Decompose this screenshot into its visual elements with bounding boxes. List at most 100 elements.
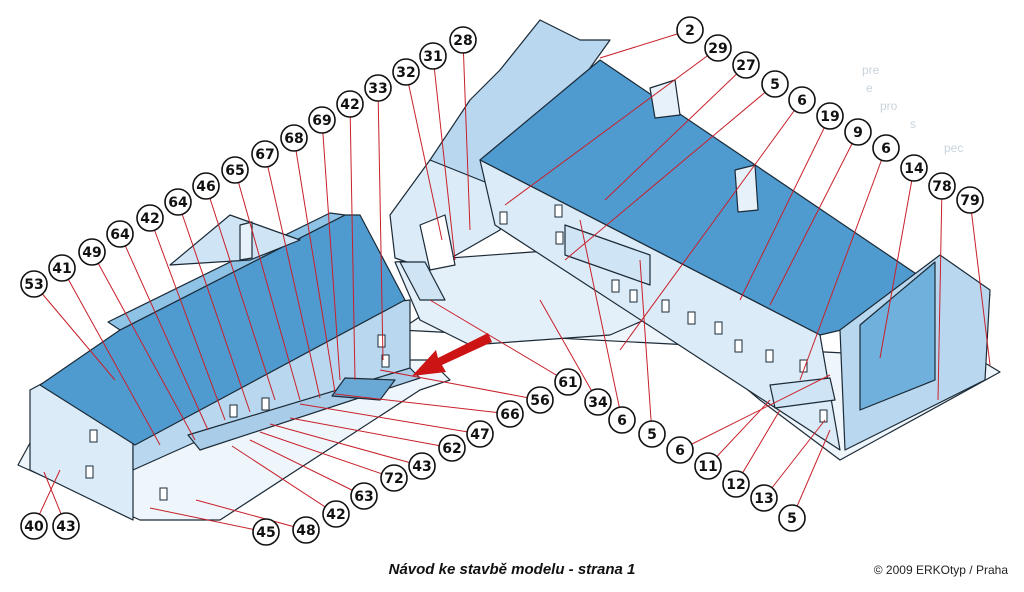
leader-line-31 bbox=[432, 55, 456, 261]
callout-label-6: 6 bbox=[797, 93, 807, 109]
callout-label-79: 79 bbox=[960, 193, 979, 209]
window-14 bbox=[714, 321, 723, 335]
callout-label-14: 14 bbox=[904, 161, 924, 177]
leader-line-62 bbox=[289, 417, 453, 449]
callout-circle-56 bbox=[526, 386, 554, 414]
leader-line-49 bbox=[91, 251, 196, 441]
window-11 bbox=[629, 289, 638, 303]
callout-label-46: 46 bbox=[196, 179, 215, 195]
callout-circle-64 bbox=[164, 188, 192, 216]
leader-line-13 bbox=[763, 419, 826, 499]
callout-circle-42 bbox=[322, 500, 350, 528]
leader-line-79 bbox=[969, 199, 991, 366]
leader-line-42 bbox=[349, 103, 356, 381]
callout-label-27: 27 bbox=[736, 58, 755, 74]
leader-line-66 bbox=[334, 393, 511, 415]
callout-label-41: 41 bbox=[52, 261, 71, 277]
window-4 bbox=[229, 404, 238, 418]
callout-circle-68 bbox=[280, 124, 308, 152]
window-19 bbox=[499, 211, 508, 225]
leader-line-32 bbox=[405, 71, 443, 241]
leader-line-72 bbox=[259, 431, 395, 479]
callout-label-43: 43 bbox=[56, 519, 75, 535]
leader-line-69 bbox=[321, 119, 341, 381]
callout-circle-47 bbox=[466, 420, 494, 448]
callout-circle-62 bbox=[438, 434, 466, 462]
callout-circle-46 bbox=[192, 172, 220, 200]
callout-label-48: 48 bbox=[296, 523, 315, 539]
callout-label-29: 29 bbox=[708, 41, 727, 57]
callout-label-56: 56 bbox=[530, 393, 549, 409]
leader-line-41 bbox=[61, 267, 161, 446]
callout-circle-79 bbox=[956, 186, 984, 214]
leader-line-65 bbox=[234, 169, 301, 401]
window-16 bbox=[765, 349, 774, 363]
callout-label-34: 34 bbox=[588, 395, 608, 411]
callout-circle-19 bbox=[816, 102, 844, 130]
callout-label-43: 43 bbox=[412, 459, 431, 475]
callout-circle-31 bbox=[419, 42, 447, 70]
leader-line-47 bbox=[299, 403, 481, 435]
callout-label-61: 61 bbox=[558, 375, 577, 391]
leader-line-27 bbox=[604, 64, 747, 201]
leader-line-45 bbox=[149, 507, 267, 533]
callout-circle-32 bbox=[392, 58, 420, 86]
callout-label-5: 5 bbox=[787, 511, 797, 527]
callout-label-5: 5 bbox=[647, 427, 657, 443]
callout-circle-6 bbox=[608, 406, 636, 434]
window-8 bbox=[554, 204, 563, 218]
callout-circle-63 bbox=[350, 482, 378, 510]
callout-circle-43 bbox=[408, 452, 436, 480]
callout-label-12: 12 bbox=[726, 477, 745, 493]
callout-label-42: 42 bbox=[140, 211, 159, 227]
leader-lines bbox=[33, 29, 991, 533]
leader-line-67 bbox=[264, 153, 321, 399]
leader-line-42 bbox=[149, 217, 226, 421]
window-7 bbox=[381, 354, 390, 368]
window-1 bbox=[89, 429, 98, 443]
callout-label-5: 5 bbox=[770, 77, 780, 93]
window-3 bbox=[159, 487, 168, 501]
callout-label-47: 47 bbox=[470, 427, 489, 443]
leader-line-56 bbox=[379, 369, 541, 401]
leader-line-28 bbox=[462, 39, 471, 231]
window-10 bbox=[611, 279, 620, 293]
window-18 bbox=[819, 409, 828, 423]
left-chimney bbox=[239, 221, 253, 261]
leader-line-6 bbox=[619, 99, 803, 351]
callout-circle-67 bbox=[251, 140, 279, 168]
callout-circle-33 bbox=[364, 74, 392, 102]
callout-label-67: 67 bbox=[255, 147, 274, 163]
leader-line-43 bbox=[269, 423, 423, 467]
window-9 bbox=[555, 231, 564, 245]
callout-label-64: 64 bbox=[110, 227, 130, 243]
leader-line-5 bbox=[639, 259, 653, 435]
callout-circle-9 bbox=[844, 118, 872, 146]
window-15 bbox=[734, 339, 743, 353]
callout-circle-41 bbox=[48, 254, 76, 282]
gate-arch bbox=[419, 214, 456, 271]
callout-label-6: 6 bbox=[881, 141, 891, 157]
leader-line-34 bbox=[539, 299, 599, 403]
callout-circle-66 bbox=[496, 400, 524, 428]
leader-line-64 bbox=[119, 233, 209, 431]
leader-line-2 bbox=[599, 29, 691, 59]
callout-circle-43 bbox=[52, 512, 80, 540]
right-chimney-1 bbox=[649, 79, 681, 119]
callout-circle-6 bbox=[872, 134, 900, 162]
callout-circle-12 bbox=[722, 470, 750, 498]
window-5 bbox=[261, 397, 270, 411]
leader-line-6 bbox=[579, 219, 623, 421]
leader-line-64 bbox=[177, 201, 251, 413]
leader-line-14 bbox=[879, 167, 915, 359]
right-gallery bbox=[564, 224, 651, 286]
leader-line-42 bbox=[231, 445, 337, 515]
leader-line-9 bbox=[769, 131, 859, 306]
window-12 bbox=[661, 299, 670, 313]
callout-circle-5 bbox=[638, 420, 666, 448]
callout-label-9: 9 bbox=[853, 125, 863, 141]
callout-circle-13 bbox=[750, 484, 778, 512]
window-2 bbox=[85, 465, 94, 479]
callout-label-6: 6 bbox=[617, 413, 627, 429]
